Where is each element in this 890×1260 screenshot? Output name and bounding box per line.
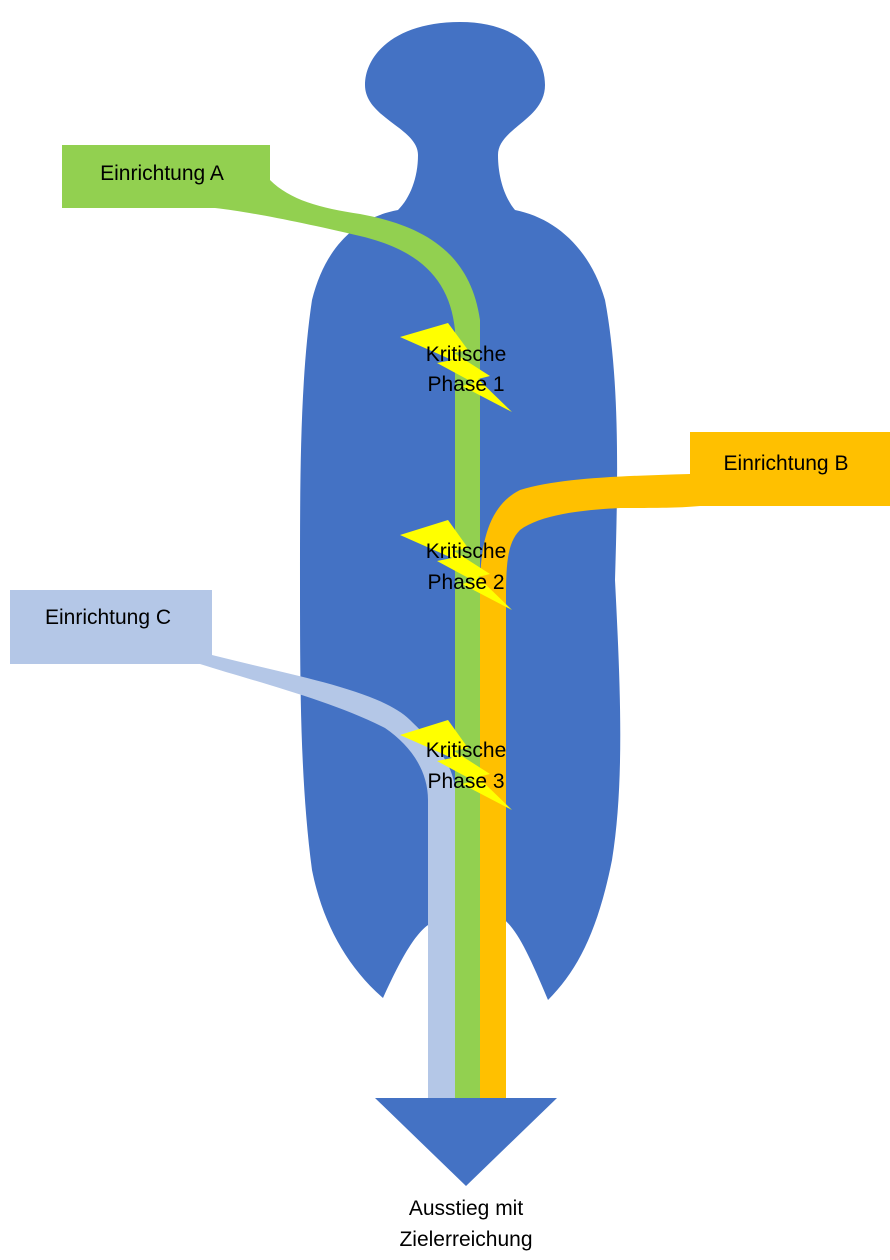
phase-2-line1: Kritische	[426, 540, 507, 563]
phase-3-line2: Phase 3	[427, 770, 504, 793]
phase-2-line2: Phase 2	[427, 571, 504, 594]
phase-3-line1: Kritische	[426, 739, 507, 762]
einrichtung-c-label: Einrichtung C	[45, 606, 171, 629]
phase-1-line1: Kritische	[426, 343, 507, 366]
phase-1-line2: Phase 1	[427, 373, 504, 396]
exit-arrow	[375, 1098, 557, 1186]
einrichtung-a-label: Einrichtung A	[100, 162, 224, 185]
einrichtung-b-label: Einrichtung B	[724, 452, 849, 475]
exit-label-line1: Ausstieg mit	[409, 1197, 524, 1220]
exit-label-line2: Zielerreichung	[399, 1228, 532, 1251]
